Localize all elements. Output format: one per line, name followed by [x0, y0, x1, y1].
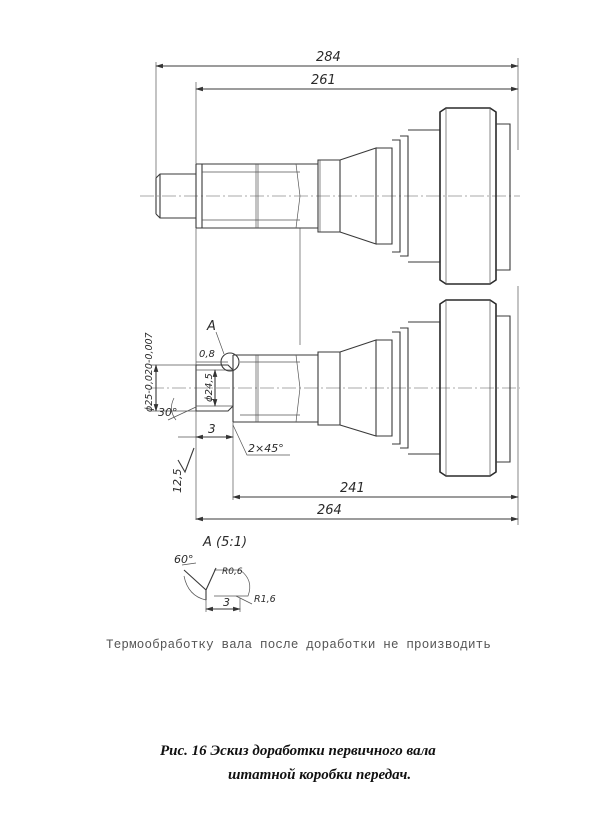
dim-241-label: 241 — [340, 481, 365, 496]
dim-diameter-small: ϕ24,5 — [204, 373, 215, 402]
figure-caption-line1: Рис. 16 Эскиз доработки первичного вала — [160, 743, 436, 759]
dim-roughness: 12,5 — [171, 469, 184, 494]
modified-shaft-view: A 0,8 ϕ25-0,020-0,007 ϕ24,5 30° 3 2×45° … — [144, 299, 520, 522]
dim-261-label: 261 — [311, 73, 336, 88]
dim-284-label: 284 — [316, 50, 341, 65]
detail-angle-60: 60° — [174, 553, 194, 566]
detail-a-title: A (5:1) — [202, 535, 247, 550]
dim-angle-30: 30° — [158, 406, 178, 419]
dim-chamfer-width: 0,8 — [199, 349, 215, 360]
heat-treatment-note: Термообработку вала после доработки не п… — [106, 638, 492, 652]
dim-chamfer-2x45: 2×45° — [248, 442, 284, 455]
roughness-symbol — [177, 447, 195, 474]
dim-diameter-tolerance: ϕ25-0,020-0,007 — [144, 332, 155, 412]
detail-dim-3: 3 — [223, 596, 230, 609]
figure-caption-line2: штатной коробки передач. — [228, 767, 412, 783]
dim-step-3: 3 — [208, 422, 216, 436]
detail-a-view: A (5:1) 60° R0,6 R1,6 3 — [174, 535, 276, 612]
detail-r-large: R1,6 — [254, 594, 276, 605]
detail-r-small: R0,6 — [222, 567, 243, 577]
original-shaft-view: 284 261 — [140, 50, 520, 285]
detail-a-marker: A — [206, 319, 216, 334]
dim-264-label: 264 — [317, 503, 342, 518]
